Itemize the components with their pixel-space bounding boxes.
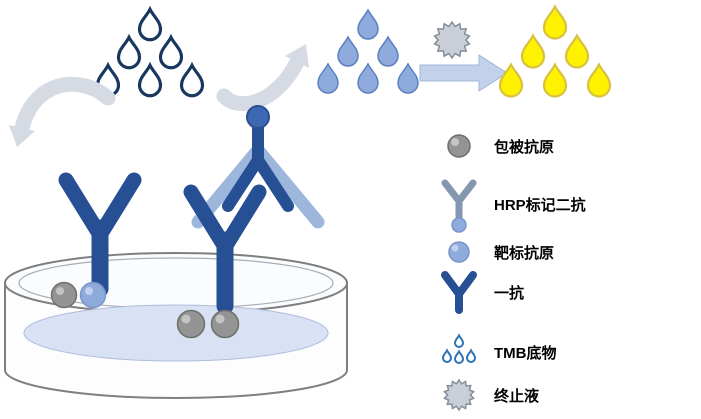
coated-antigen-pair-middle <box>176 309 240 339</box>
stop-solution-starburst <box>433 20 471 60</box>
hrp-secondary-antibody-icon <box>432 175 486 233</box>
legend-label: TMB底物 <box>494 344 557 362</box>
primary-antibody-icon <box>432 269 486 315</box>
stop-solution-icon <box>432 374 486 416</box>
right-arrow <box>419 54 508 92</box>
curved-arrow-left <box>9 76 116 147</box>
primary-antibody-left <box>58 172 142 298</box>
legend-label: 包被抗原 <box>494 138 555 156</box>
legend-item-primary-antibody: 一抗 <box>432 270 524 314</box>
detection-complex <box>183 105 325 315</box>
legend-item-coated-antigen: 包被抗原 <box>432 124 554 168</box>
tmb-substrate-droplets <box>95 7 205 98</box>
coated-antigen-icon <box>432 131 486 161</box>
hrp-enzyme-ball <box>246 105 270 129</box>
legend-label: HRP标记二抗 <box>494 196 586 214</box>
elisa-plate <box>4 252 348 399</box>
legend-item-hrp-secondary: HRP标记二抗 <box>432 175 586 233</box>
antigen-pair-left <box>50 281 107 309</box>
blue-reaction-droplets <box>317 9 419 94</box>
legend-label: 终止液 <box>494 387 540 405</box>
plate-liquid <box>23 304 329 362</box>
legend-item-target-antigen: 靶标抗原 <box>432 230 554 274</box>
tmb-substrate-icon <box>432 333 486 371</box>
legend-item-stop-solution: 终止液 <box>432 373 539 417</box>
curved-arrow-top <box>216 44 309 112</box>
legend-item-tmb-substrate: TMB底物 <box>432 330 557 374</box>
target-antigen-icon <box>432 237 486 267</box>
legend-label: 一抗 <box>494 284 525 302</box>
legend-label: 靶标抗原 <box>494 244 555 262</box>
yellow-stopped-droplets <box>498 5 612 98</box>
